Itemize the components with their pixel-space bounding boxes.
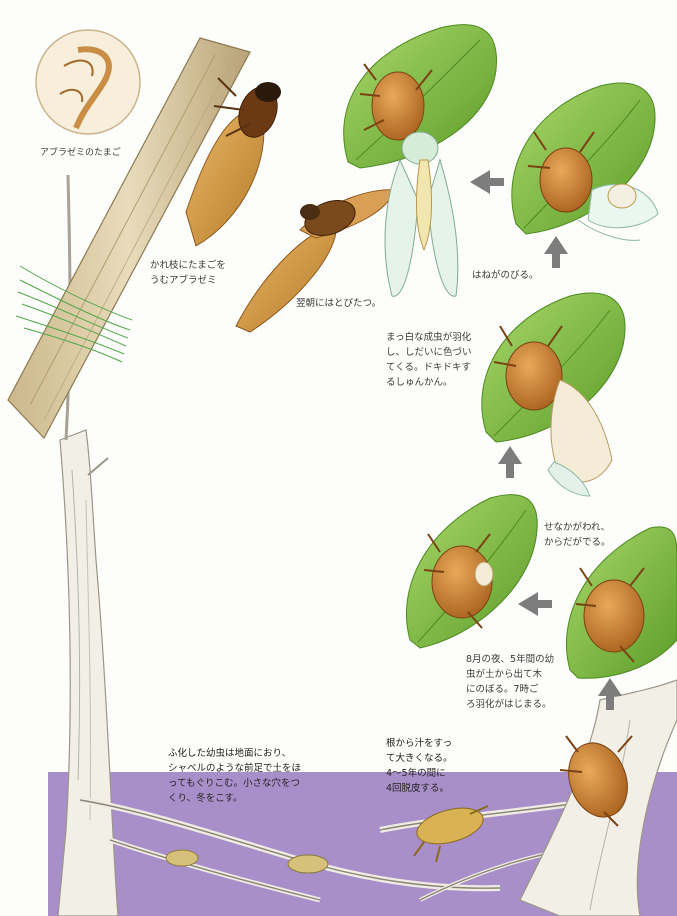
nymph-small-underground-b (288, 855, 328, 873)
tree-trunk (58, 430, 118, 916)
caption-egg: アブラゼミのたまご (40, 146, 121, 161)
arrow-left-d (518, 592, 552, 616)
caption-nymph-climbs: 8月の夜、5年間の幼 虫が土から出て木 にのぼる。7時ご ろ羽化がはじまる。 (466, 652, 554, 712)
egg-inset (36, 30, 140, 134)
caption-wings-extend: はねがのびる。 (472, 268, 539, 283)
caption-underground-hatch: ふ化した幼虫は地面におり、 シャベルのような前足で土をほ ってもぐりこむ。小さな… (168, 746, 301, 806)
arrow-up-c (498, 446, 522, 478)
caption-nymph-grows: 根から汁をすっ て大きくなる。 4～5年の間に 4回脱皮する。 (386, 736, 453, 796)
caption-white-adult: まっ白な成虫が羽化 し、しだいに色づい てくる。ドキドキす るしゅんかん。 (386, 330, 472, 390)
caption-laying-eggs: かれ枝にたまごを うむアブラゼミ (150, 258, 226, 288)
caption-back-splits: せなかがわれ、 からだがでる。 (544, 520, 611, 550)
nymph-small-underground-a (166, 850, 198, 866)
white-adult-emerging (548, 380, 612, 496)
arrow-left-a (470, 170, 504, 194)
arrow-up-b (544, 236, 568, 268)
caption-flies-away: 翌朝にはとびたつ。 (296, 296, 381, 311)
